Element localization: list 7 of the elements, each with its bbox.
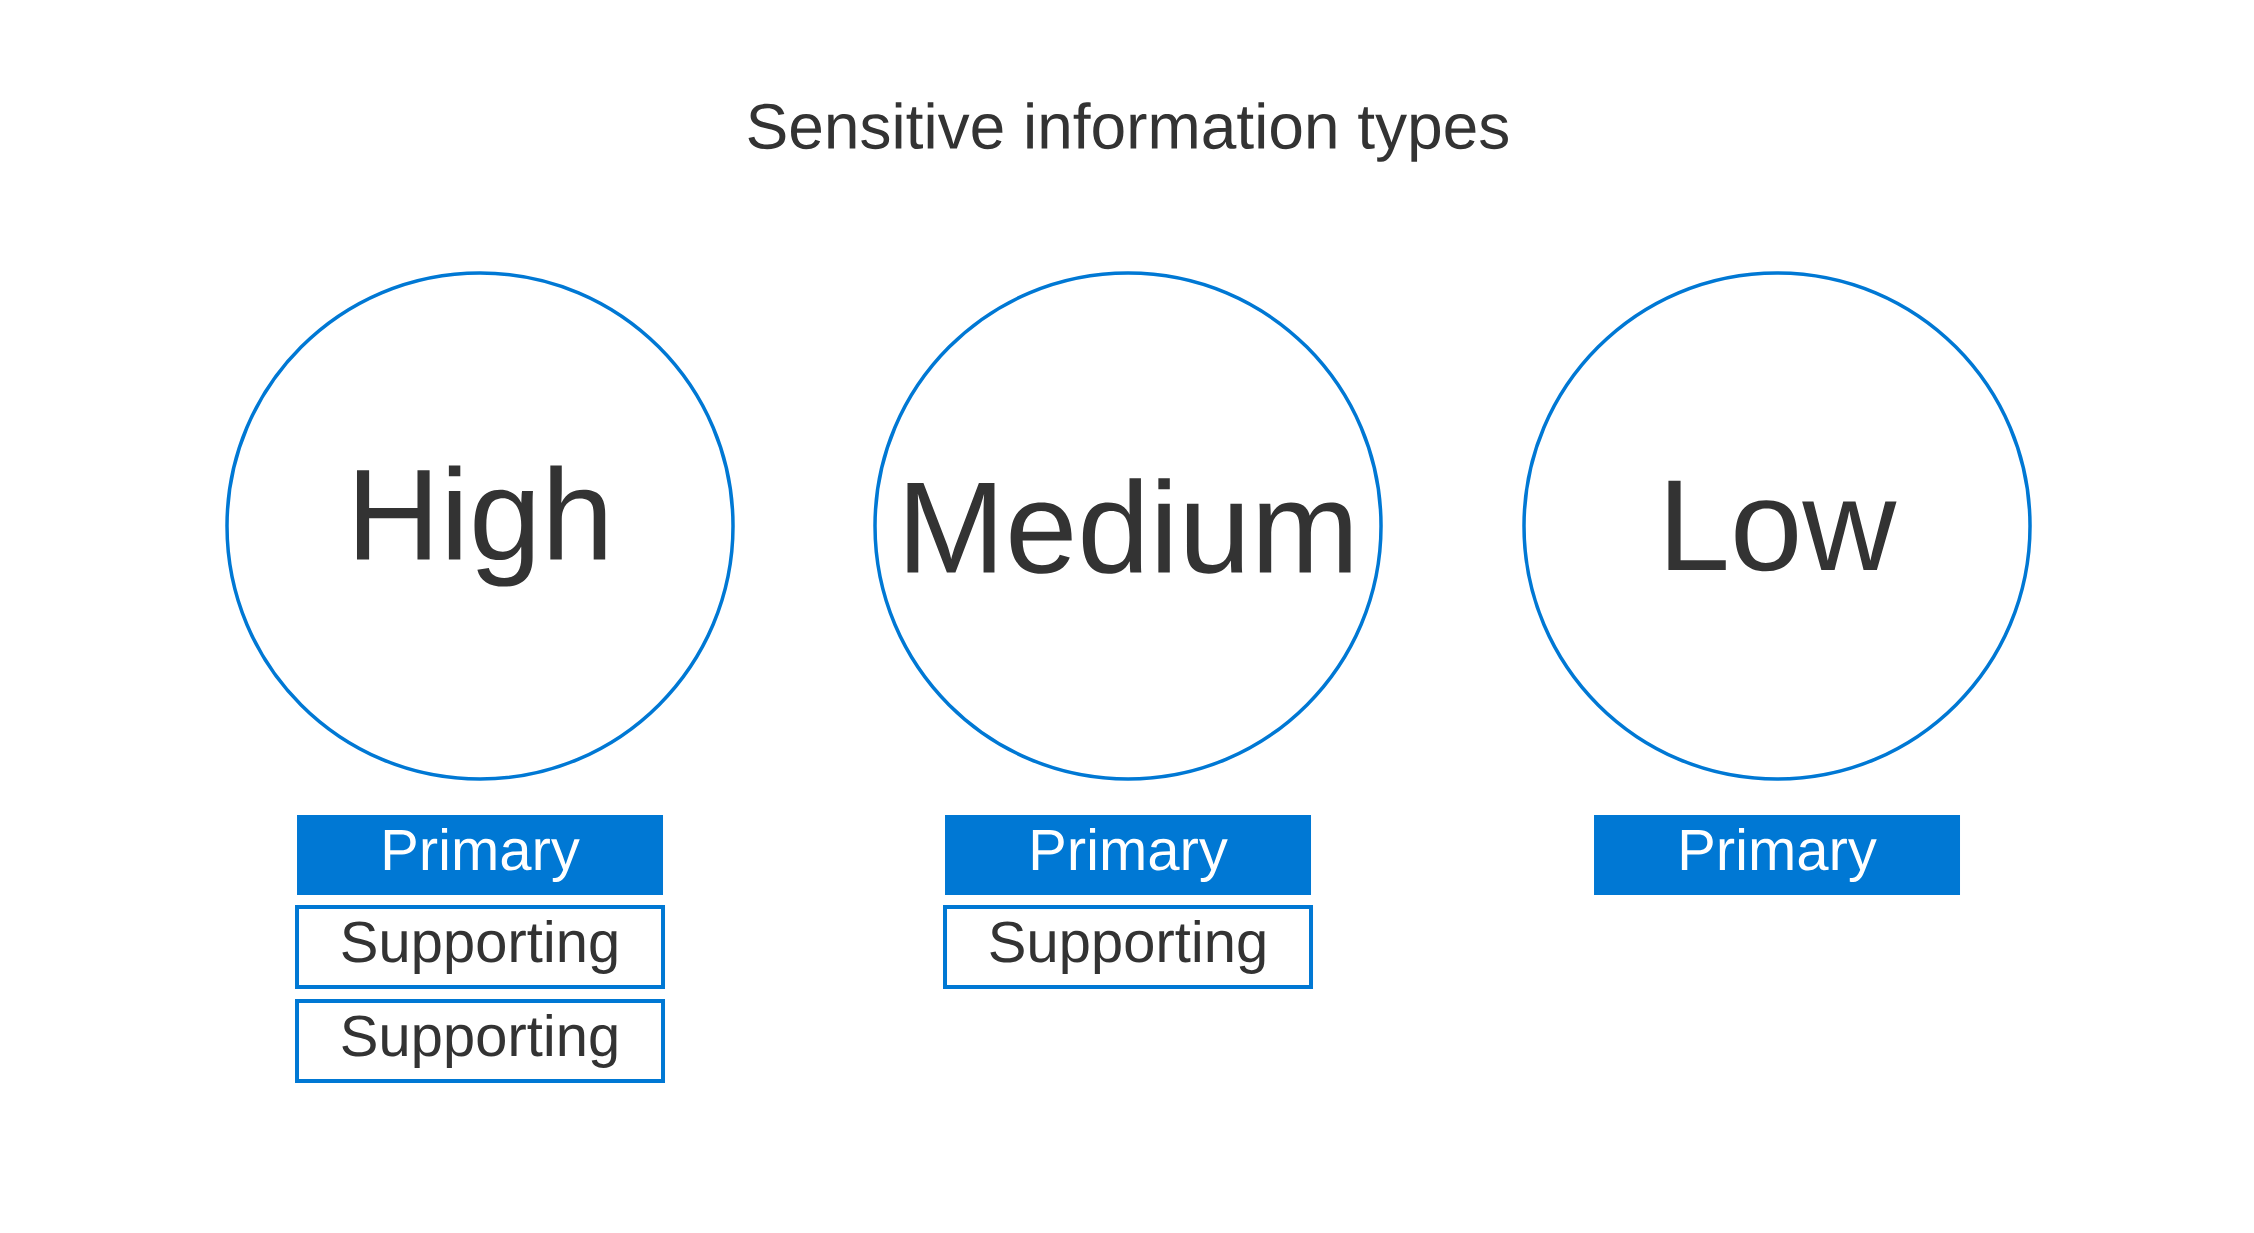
supporting-box: Supporting [295,905,665,989]
primary-box: Primary [297,815,663,895]
title: Sensitive information types [748,102,1508,162]
primary-box: Primary [945,815,1311,895]
primary-box: Primary [1594,815,1960,895]
supporting-box: Supporting [943,905,1313,989]
supporting-box: Supporting [295,999,665,1083]
